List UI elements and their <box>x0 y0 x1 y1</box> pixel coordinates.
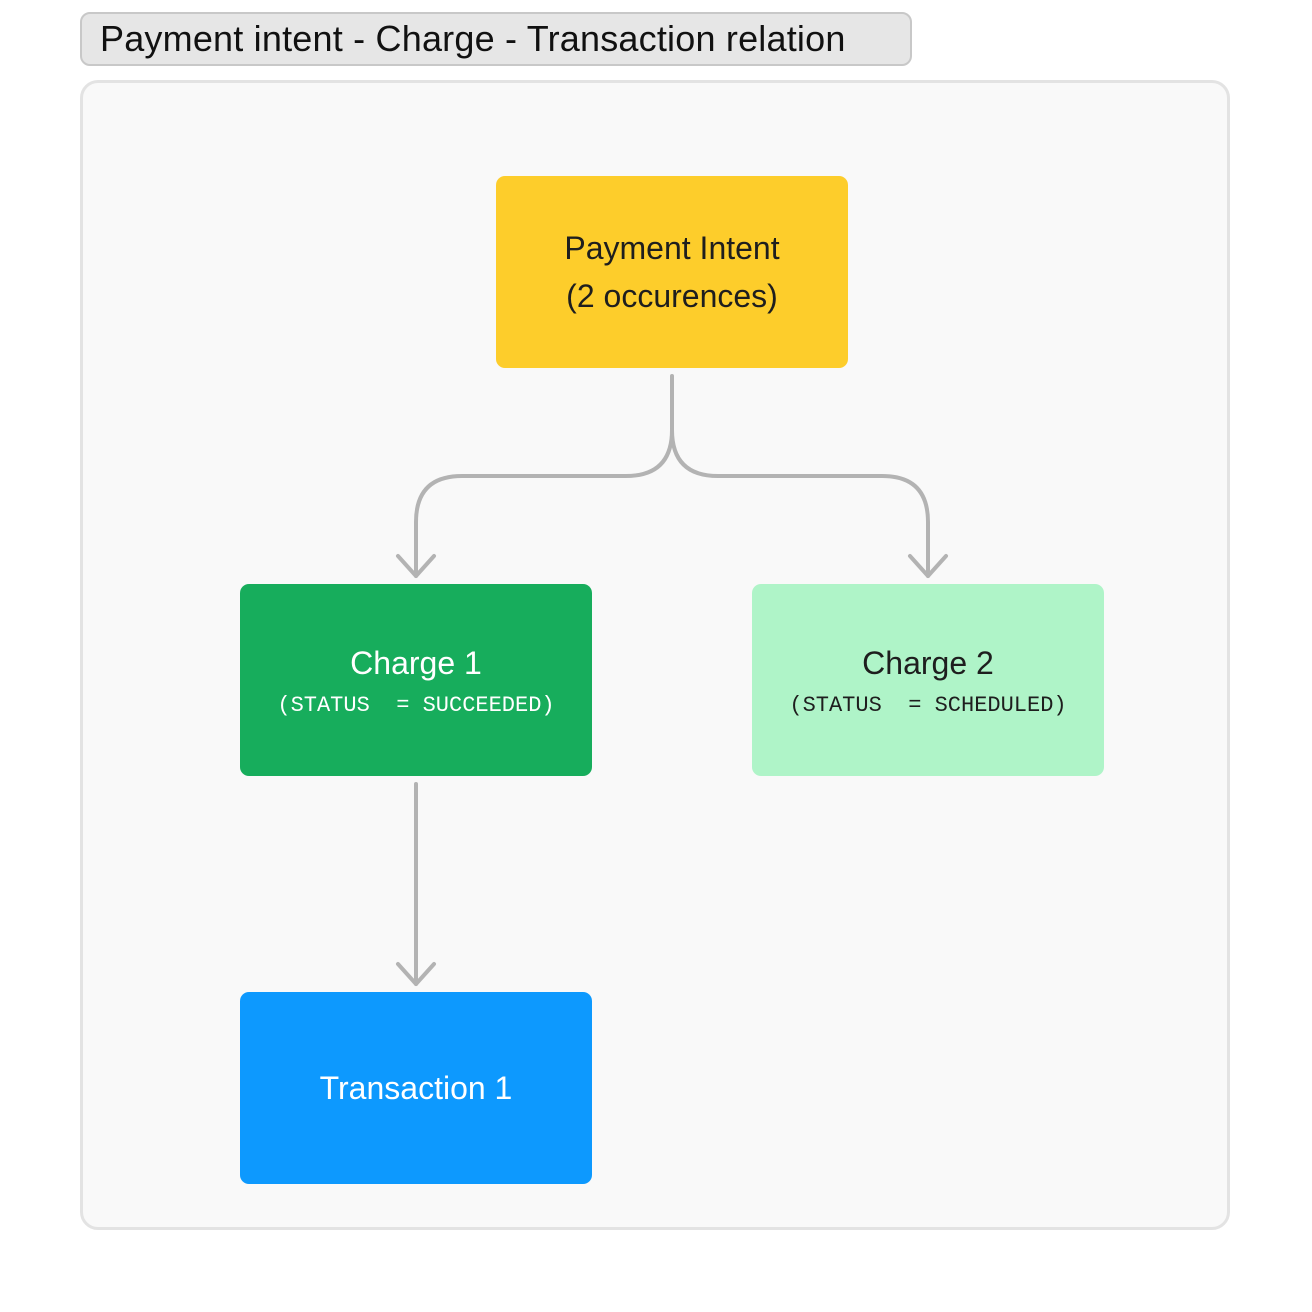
payment-intent-node[interactable]: Payment Intent (2 occurences) <box>496 176 848 368</box>
diagram-title-tab: Payment intent - Charge - Transaction re… <box>80 12 912 66</box>
charge-2-status: (STATUS = SCHEDULED) <box>789 693 1067 718</box>
transaction-1-label: Transaction 1 <box>319 1070 513 1106</box>
diagram-title: Payment intent - Charge - Transaction re… <box>100 18 846 59</box>
payment-intent-occurrences: (2 occurences) <box>566 278 778 314</box>
transaction-1-node[interactable]: Transaction 1 <box>240 992 592 1184</box>
payment-intent-label: Payment Intent <box>564 230 780 266</box>
charge-1-status: (STATUS = SUCCEEDED) <box>277 693 555 718</box>
charge-2-label: Charge 2 <box>862 645 994 681</box>
charge-2-node[interactable]: Charge 2 (STATUS = SCHEDULED) <box>752 584 1104 776</box>
charge-1-node[interactable]: Charge 1 (STATUS = SUCCEEDED) <box>240 584 592 776</box>
charge-1-label: Charge 1 <box>350 645 482 681</box>
